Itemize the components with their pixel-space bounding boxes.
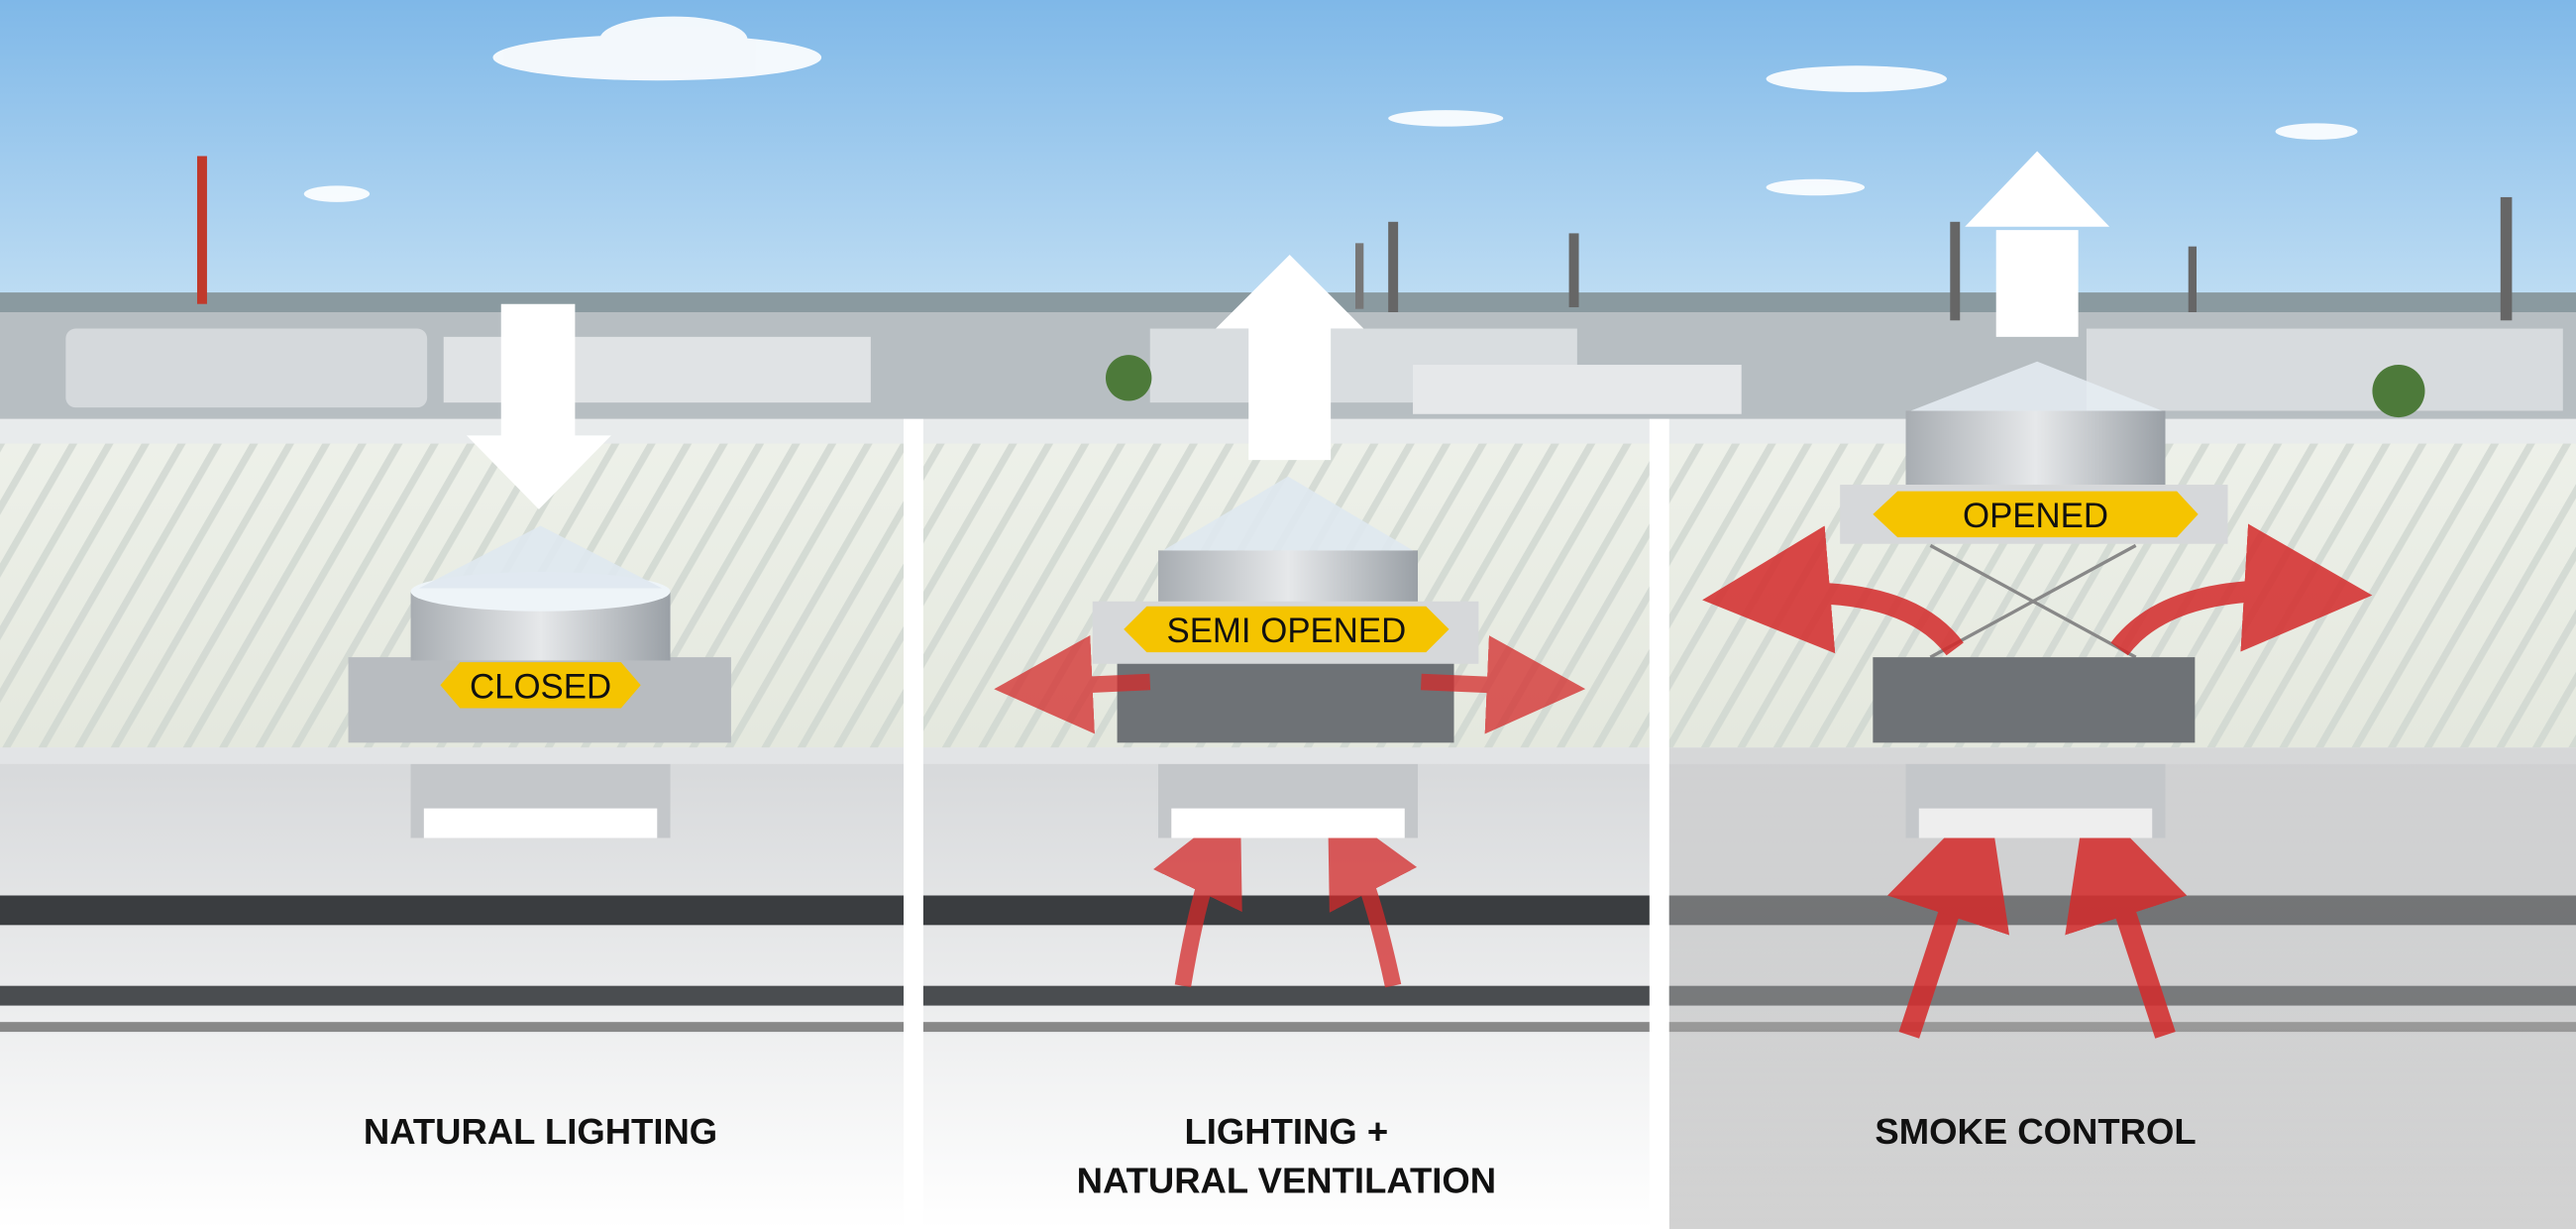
state-label: SEMI OPENED bbox=[1167, 612, 1407, 650]
state-label: CLOSED bbox=[470, 668, 611, 707]
skylight-diffuser bbox=[423, 808, 658, 838]
dome-icon bbox=[418, 525, 663, 589]
dome-icon bbox=[1910, 361, 2163, 411]
panel-closed: CLOSED NATURAL LIGHTING bbox=[348, 303, 731, 1152]
panel-semi-opened: SEMI OPENED LIGHTING + NATURAL VENTILATI… bbox=[994, 254, 1586, 1201]
cloud-icon bbox=[303, 16, 2358, 202]
skylight-diffuser bbox=[1171, 808, 1405, 838]
state-tag-semi-opened bbox=[1124, 606, 1449, 653]
panel-caption: NATURAL LIGHTING bbox=[364, 1111, 717, 1152]
state-tag-opened bbox=[1873, 491, 2199, 538]
panel-caption: LIGHTING + bbox=[1185, 1111, 1389, 1152]
skylight-diffuser bbox=[1918, 808, 2153, 838]
panel-opened: OPENED SMOKE CONTROL bbox=[1702, 151, 2373, 1152]
dome-icon bbox=[1163, 476, 1414, 551]
scissor-lift-mechanism bbox=[1929, 543, 2137, 659]
airflow-arrow-icon bbox=[994, 634, 1586, 988]
panel-caption: NATURAL VENTILATION bbox=[1077, 1161, 1496, 1201]
panel-caption: SMOKE CONTROL bbox=[1875, 1111, 2196, 1152]
sunlight-down-arrow-icon bbox=[466, 303, 611, 509]
panel-divider bbox=[1649, 418, 1669, 1229]
smoke-exhaust-up-arrow-icon bbox=[1965, 151, 2110, 337]
panel-divider bbox=[904, 418, 923, 1229]
state-label: OPENED bbox=[1963, 497, 2108, 535]
airflow-arrow-icon bbox=[1702, 523, 2373, 1039]
state-tag-closed bbox=[440, 662, 641, 709]
ventilation-up-arrow-icon bbox=[1216, 254, 1364, 461]
